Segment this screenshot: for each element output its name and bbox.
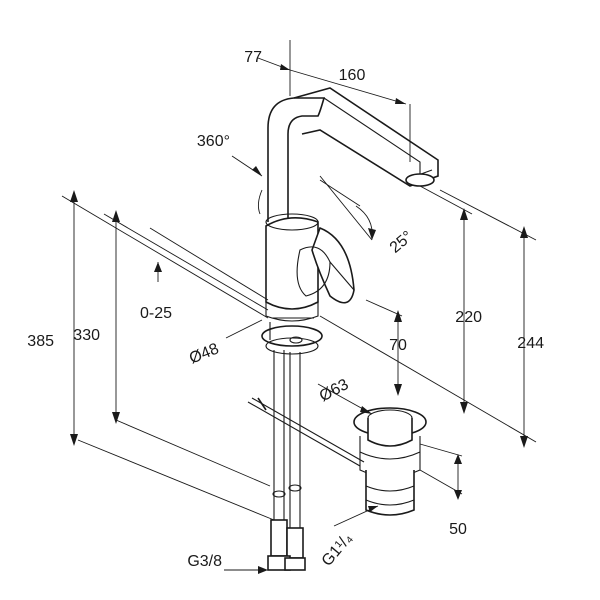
faucet-spout xyxy=(267,87,439,222)
label-385: 385 xyxy=(27,333,54,350)
label-25-degrees: 25° xyxy=(387,228,416,257)
supply-hoses xyxy=(267,350,306,571)
label-g1-quarter: G1¹/₄ xyxy=(319,530,356,570)
waste-valve xyxy=(353,407,427,516)
label-70: 70 xyxy=(389,337,407,354)
label-330: 330 xyxy=(73,327,100,344)
label-diameter-63: Ø63 xyxy=(317,376,352,405)
label-160: 160 xyxy=(339,67,366,84)
label-g3-8: G3/8 xyxy=(187,553,222,570)
dimension-lines xyxy=(70,57,528,574)
faucet-body xyxy=(265,213,319,322)
label-220: 220 xyxy=(455,309,482,326)
mounting-set xyxy=(261,322,323,355)
label-77: 77 xyxy=(244,49,262,66)
label-244: 244 xyxy=(517,335,544,352)
faucet-lever xyxy=(296,226,355,304)
extension-lines xyxy=(61,40,537,521)
pop-up-rod xyxy=(247,397,365,467)
label-50: 50 xyxy=(449,521,467,538)
label-360-degrees: 360° xyxy=(197,133,230,150)
label-diameter-48: Ø48 xyxy=(187,340,222,367)
label-0-25: 0-25 xyxy=(140,305,172,322)
dimension-labels: 77 160 360° 25° 0-25 Ø48 385 330 220 244… xyxy=(27,49,544,570)
